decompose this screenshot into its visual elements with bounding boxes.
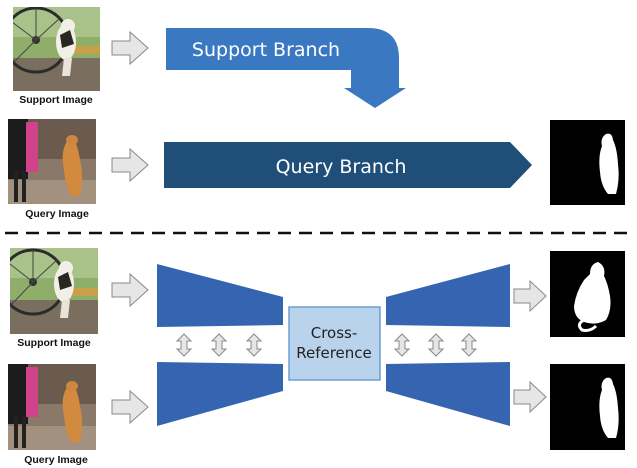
support-encoder (157, 264, 283, 327)
support-branch-label: Support Branch (192, 39, 340, 61)
bidirectional-arrow-right-1 (393, 333, 411, 357)
input-arrow-support-bottom (111, 272, 149, 308)
query-image-label-bottom: Query Image (24, 454, 88, 466)
bidirectional-arrow-right-2 (427, 333, 445, 357)
query-encoder (157, 362, 283, 426)
input-arrow-support-top (111, 30, 149, 66)
bidirectional-arrow-left-3 (245, 333, 263, 357)
query-image-bottom (8, 364, 96, 450)
query-branch-arrow (164, 142, 532, 188)
query-image-top (8, 119, 96, 204)
query-branch-label: Query Branch (276, 156, 407, 178)
support-image-label-top: Support Image (19, 94, 93, 106)
output-arrow-query (513, 380, 547, 414)
support-decoder (386, 264, 510, 327)
support-image-bottom (10, 248, 98, 334)
output-mask-query (550, 364, 625, 450)
output-mask-support (550, 251, 625, 337)
output-mask-top (550, 120, 625, 205)
bidirectional-arrow-right-3 (460, 333, 478, 357)
query-decoder (386, 362, 510, 426)
cross-reference-label-line1: Cross- (311, 324, 358, 342)
input-arrow-query-top (111, 147, 149, 183)
cross-reference-label-line2: Reference (296, 344, 372, 362)
support-branch-arrow (166, 28, 406, 108)
query-image-label-top: Query Image (25, 208, 89, 220)
bidirectional-arrow-left-2 (210, 333, 228, 357)
cross-reference-box (288, 306, 381, 381)
input-arrow-query-bottom (111, 389, 149, 425)
output-arrow-support (513, 279, 547, 313)
bidirectional-arrow-left-1 (175, 333, 193, 357)
support-image-top (13, 7, 100, 91)
support-image-label-bottom: Support Image (17, 337, 91, 349)
